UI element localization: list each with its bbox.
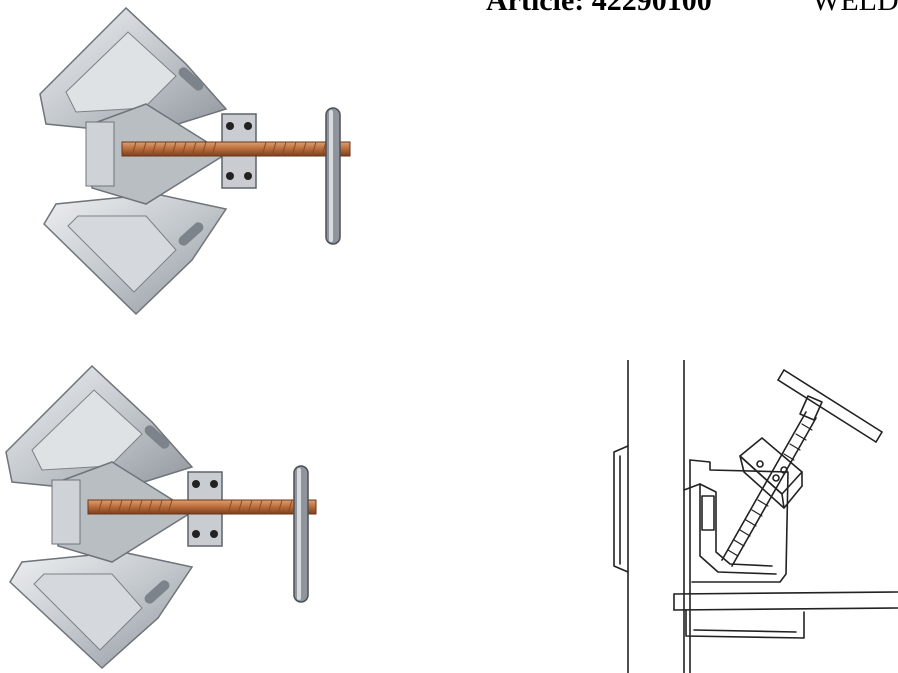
category-label: WELD [812, 0, 898, 17]
article-number: Article: 42290100 [486, 0, 712, 17]
angle-clamp-photo-top [39, 6, 351, 316]
document-header: Article: 42290100 WELD [0, 0, 898, 24]
angle-clamp-photo-bottom [5, 364, 317, 670]
angle-clamp-usage-drawing [613, 360, 898, 673]
